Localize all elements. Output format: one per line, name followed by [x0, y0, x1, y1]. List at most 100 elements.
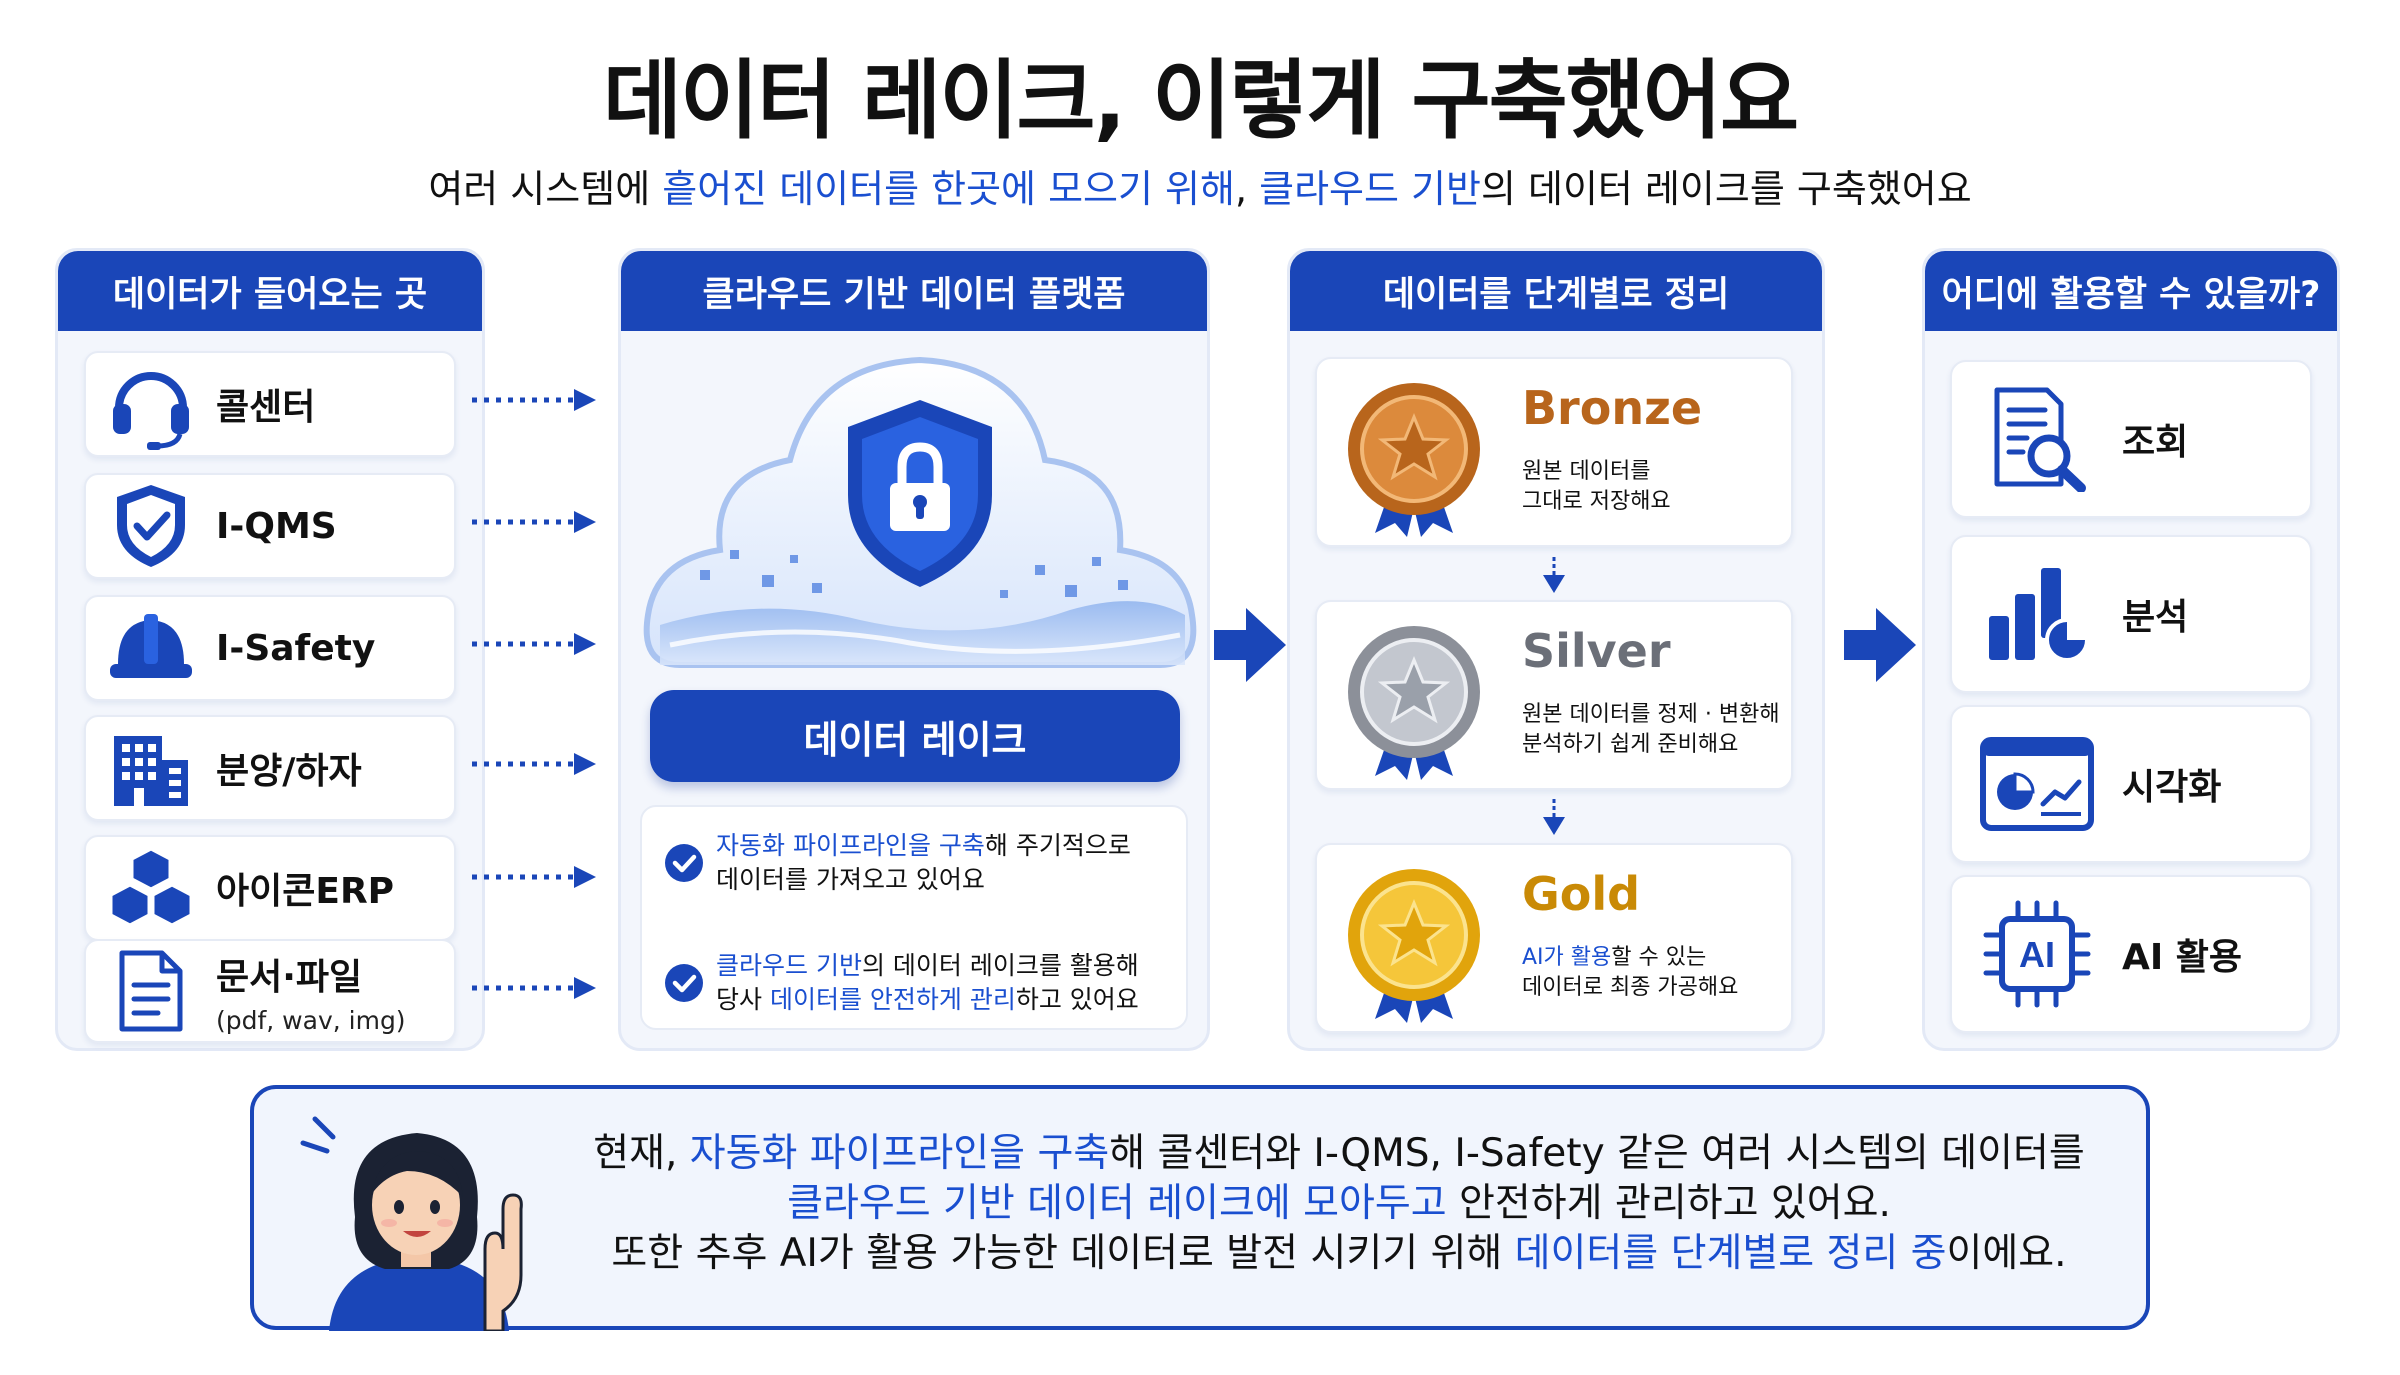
use-card-lookup: 조회 [1950, 360, 2312, 518]
down-arrow-icon [1543, 799, 1565, 835]
source-card-callcenter: 콜센터 [84, 351, 456, 457]
source-card-isafety: I-Safety [84, 595, 456, 701]
subtitle-text: 여러 시스템에 [428, 167, 663, 211]
subtitle-highlight: 클라우드 기반 [1259, 167, 1481, 211]
source-label: I-QMS [216, 505, 337, 547]
check-highlight: 데이터를 안전하게 관리 [769, 985, 1016, 1014]
summary-line: 클라우드 기반 데이터 레이크에 모아두고 안전하게 관리하고 있어요. [539, 1179, 2139, 1229]
platform-heading: 클라우드 기반 데이터 플랫폼 [621, 251, 1207, 331]
check-circle-icon [665, 964, 703, 1002]
sources-column: 데이터가 들어오는 곳 콜센터 I-QMS I-Safety 분양/하자 아이콘… [55, 248, 485, 1051]
tier-desc-line: 원본 데이터를 정제 · 변환해 [1522, 702, 1780, 727]
shield-check-icon [86, 481, 216, 571]
tier-name: Gold [1522, 867, 1641, 921]
bar-chart-icon [1952, 564, 2122, 664]
check-highlight: 자동화 파이프라인을 구축 [716, 831, 985, 860]
down-arrow-icon [1543, 557, 1565, 593]
tier-desc-line: 데이터로 최종 가공해요 [1522, 975, 1739, 1000]
summary-highlight: 클라우드 기반 데이터 레이크에 모아두고 [787, 1181, 1447, 1226]
tier-desc-highlight: AI가 활용 [1522, 945, 1612, 970]
bronze-medal-icon [1348, 383, 1480, 537]
use-card-analysis: 분석 [1950, 535, 2312, 693]
check-text-part: 당사 [716, 985, 770, 1014]
hard-hat-icon [86, 608, 216, 688]
dotted-arrow [472, 753, 596, 775]
flow-arrow-icon [1844, 608, 1916, 682]
source-card-files: 문서·파일 (pdf, wav, img) [84, 939, 456, 1043]
check-text-part: 의 데이터 레이크를 활용해 [861, 951, 1139, 980]
source-label: I-Safety [216, 627, 376, 669]
summary-part: 이에요. [1946, 1231, 2067, 1276]
use-label: AI 활용 [2122, 937, 2243, 978]
source-label: 콜센터 [216, 387, 316, 428]
source-card-sales-defects: 분양/하자 [84, 715, 456, 821]
summary-text: 현재, 자동화 파이프라인을 구축해 콜센터와 I-QMS, I-Safety … [539, 1129, 2139, 1279]
summary-part: 현재, [593, 1131, 690, 1176]
presenter-illustration [300, 1116, 523, 1331]
summary-part: 해 콜센터와 I-QMS, I-Safety 같은 여러 시스템의 데이터를 [1109, 1131, 2085, 1176]
document-search-icon [1952, 386, 2122, 492]
flow-arrow-icon [1214, 608, 1286, 682]
subtitle-text: 의 데이터 레이크를 구축했어요 [1480, 167, 1972, 211]
tier-desc-line: 할 수 있는 [1611, 945, 1707, 970]
sources-heading: 데이터가 들어오는 곳 [58, 251, 482, 331]
source-label-sub: (pdf, wav, img) [216, 1005, 406, 1035]
check-text-part: 데이터를 가져오고 있어요 [716, 865, 985, 894]
use-label: 시각화 [2122, 767, 2222, 808]
summary-line: 현재, 자동화 파이프라인을 구축해 콜센터와 I-QMS, I-Safety … [539, 1129, 2139, 1179]
subtitle-text: , [1234, 167, 1260, 211]
page-subtitle: 여러 시스템에 흩어진 데이터를 한곳에 모으기 위해, 클라우드 기반의 데이… [0, 158, 2400, 213]
data-lake-label: 데이터 레이크 [650, 690, 1180, 782]
tier-name: Bronze [1522, 381, 1703, 435]
tier-desc-line: 원본 데이터를 [1522, 459, 1651, 484]
gold-medal-icon [1348, 869, 1480, 1023]
document-icon [86, 949, 216, 1033]
source-label: 분양/하자 [216, 751, 362, 792]
use-card-visualization: 시각화 [1950, 705, 2312, 863]
source-label: 아이콘ERP [216, 871, 395, 912]
svg-text:AI: AI [2019, 934, 2055, 975]
summary-part: 또한 추후 AI가 활용 가능한 데이터로 발전 시키기 위해 [611, 1231, 1515, 1276]
dotted-arrow [472, 866, 596, 888]
check-text-part: 해 주기적으로 [984, 831, 1131, 860]
building-icon [86, 726, 216, 810]
check-text-part: 하고 있어요 [1015, 985, 1139, 1014]
use-label: 조회 [2122, 422, 2189, 463]
source-label: 문서·파일 (pdf, wav, img) [216, 948, 406, 1035]
dotted-arrow [472, 389, 596, 411]
headset-icon [86, 358, 216, 450]
dashboard-icon [1952, 736, 2122, 832]
ai-chip-icon: AI [1952, 899, 2122, 1009]
tier-desc-line: 그대로 저장해요 [1522, 489, 1671, 514]
summary-highlight: 자동화 파이프라인을 구축 [689, 1131, 1110, 1176]
summary-panel: 현재, 자동화 파이프라인을 구축해 콜센터와 I-QMS, I-Safety … [250, 1085, 2150, 1331]
cloud-lock-icon [640, 345, 1200, 690]
tiers-heading: 데이터를 단계별로 정리 [1290, 251, 1822, 331]
summary-highlight: 데이터를 단계별로 정리 중 [1514, 1231, 1947, 1276]
summary-part: 안전하게 관리하고 있어요. [1446, 1181, 1891, 1226]
source-card-iqms: I-QMS [84, 473, 456, 579]
dotted-arrow [472, 511, 596, 533]
source-card-erp: 아이콘ERP [84, 835, 456, 941]
silver-medal-icon [1348, 626, 1480, 780]
tier-name: Silver [1522, 624, 1671, 678]
use-card-ai: AI AI 활용 [1950, 875, 2312, 1033]
cubes-icon [86, 845, 216, 931]
subtitle-highlight: 흩어진 데이터를 한곳에 모으기 위해 [662, 167, 1235, 211]
check-highlight: 클라우드 기반 [716, 951, 862, 980]
tier-desc-line: 분석하기 쉽게 준비해요 [1522, 732, 1739, 757]
check-circle-icon [665, 844, 703, 882]
page-title: 데이터 레이크, 이렇게 구축했어요 [602, 51, 1799, 151]
source-label-main: 문서·파일 [216, 956, 363, 998]
